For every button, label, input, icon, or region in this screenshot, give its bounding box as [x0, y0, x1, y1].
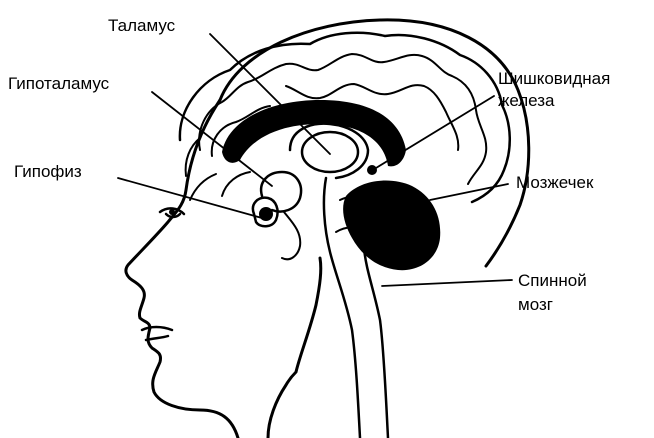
label-pituitary: Гипофиз — [14, 162, 82, 181]
leader-thalamus — [210, 34, 330, 154]
corpus-callosum — [222, 100, 406, 166]
label-cerebellum: Мозжечек — [516, 173, 594, 192]
label-hypothalamus: Гипоталамус — [8, 74, 110, 93]
hypothalamus-region — [253, 172, 301, 259]
leader-spinal — [382, 280, 512, 286]
mouth-icon — [142, 327, 172, 340]
eye-pupil — [169, 209, 175, 215]
label-thalamus: Таламус — [108, 16, 176, 35]
pineal-shape — [367, 165, 377, 175]
cerebellum-shape — [343, 181, 440, 271]
head-profile — [126, 20, 529, 438]
leader-pituitary — [118, 178, 262, 218]
leader-cerebellum — [430, 184, 508, 200]
label-spinal-2: мозг — [518, 295, 553, 314]
thalamus-shape — [302, 132, 358, 172]
pituitary-shape — [259, 207, 273, 221]
label-pineal-2: железа — [498, 91, 555, 110]
leader-lines — [118, 34, 512, 286]
label-spinal-1: Спинной — [518, 271, 587, 290]
label-pineal-1: Шишковидная — [498, 69, 610, 88]
